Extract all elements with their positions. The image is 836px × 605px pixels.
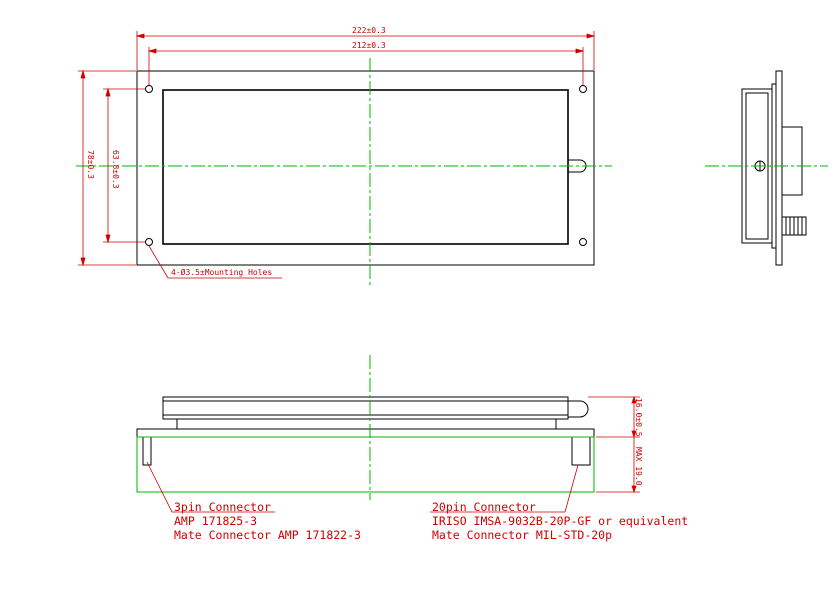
front-dimensions [78, 31, 596, 279]
bezel-outline [136, 70, 595, 266]
connector-20pin-part: IRISO IMSA-9032B-20P-GF or equivalent [432, 514, 688, 528]
bottom-centerlines [136, 355, 595, 500]
mounting-hole-bottom-left [145, 238, 153, 246]
dim-max-thickness: MAX 19.0 [634, 447, 643, 486]
mounting-hole-bottom-right [579, 238, 587, 246]
front-view [76, 58, 612, 285]
dim-overall-height: 78±0.3 [86, 150, 95, 179]
side-view [741, 70, 807, 266]
connector-3pin-title: 3pin Connector [174, 500, 271, 514]
connector-20pin-title: 20pin Connector [432, 500, 536, 514]
mounting-hole-top-right [579, 85, 587, 93]
dim-hole-pitch-height: 63.8±0.3 [111, 150, 120, 189]
connector-20pin-mate: Mate Connector MIL-STD-20p [432, 528, 612, 542]
dim-overall-width: 222±0.3 [352, 26, 386, 35]
mounting-hole-top-left [145, 85, 153, 93]
display-window [162, 89, 569, 245]
bottom-dimensions [146, 395, 640, 513]
mounting-holes-callout: 4-Ø3.5±Mounting Holes [171, 267, 272, 277]
connector-3pin-mate: Mate Connector AMP 171822-3 [174, 528, 361, 542]
bottom-view [136, 396, 595, 466]
connector-3pin-part: AMP 171825-3 [174, 514, 257, 528]
dim-module-thickness: 16.0±0.5 [634, 398, 643, 437]
dim-hole-pitch-width: 212±0.3 [352, 41, 386, 50]
